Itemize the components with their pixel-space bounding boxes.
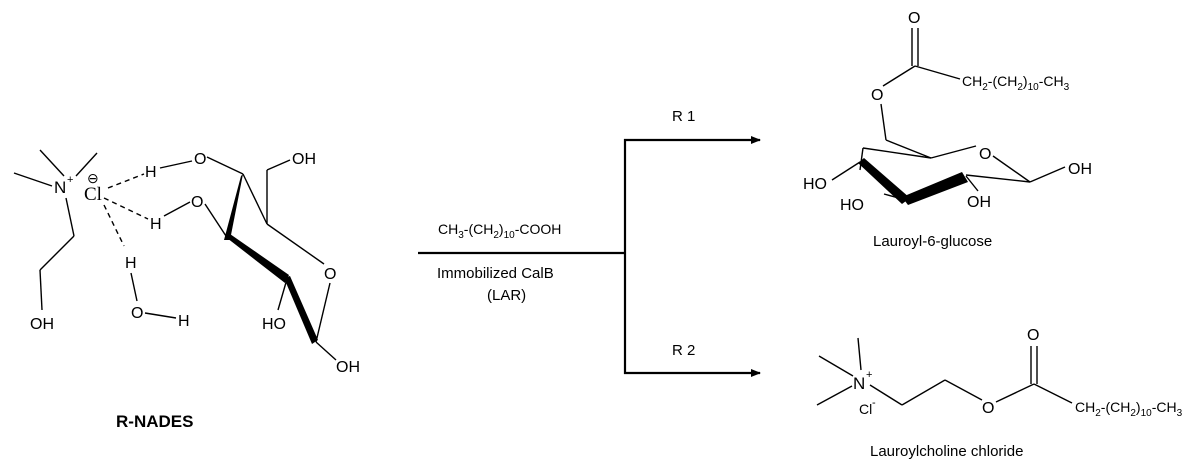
- p1-bond-ringo-c1: [992, 155, 1031, 183]
- oh-bond-upper: [159, 160, 193, 169]
- route-2-label: R 2: [672, 342, 695, 359]
- p2-chloride-charge: -: [872, 397, 876, 409]
- p2-bond-o-c: [995, 383, 1035, 403]
- p1-bond-ch2-c5: [885, 139, 932, 159]
- p1-ester-bond-2: [914, 65, 961, 80]
- p2-bond-c-chain: [1033, 383, 1073, 404]
- p2-bond-ch2-o: [944, 379, 983, 401]
- p2-chain-formula: CH2-(CH2)10-CH3: [1075, 399, 1183, 419]
- p2-nitrogen: N: [853, 374, 865, 393]
- lauric-acid-formula: CH3-(CH2)10-COOH: [438, 221, 561, 241]
- water-bond-1: [130, 272, 138, 302]
- reaction-conditions: CH3-(CH2)10-COOH Immobilized CalB (LAR) …: [418, 108, 761, 377]
- p1-bond-c5-c4: [862, 147, 932, 159]
- glucose-bond-c5-o: [266, 223, 325, 265]
- choline-chain-bond-1: [65, 197, 75, 237]
- choline-methyl-bond-1: [39, 149, 65, 177]
- choline-nitrogen-charge: +: [67, 174, 73, 186]
- p1-bond-c4-ho: [831, 161, 861, 181]
- glucose-ch2-hydroxyl: OH: [292, 151, 316, 168]
- water-hydrogen-right: H: [178, 313, 190, 330]
- r-nades-label: R-NADES: [116, 412, 193, 431]
- glucose-bond-o-c1: [315, 282, 331, 343]
- p1-wedge-c3-c2: [902, 172, 968, 205]
- glucose-o-lower: O: [191, 194, 203, 211]
- p2-bond-n-ch2: [869, 384, 903, 406]
- p1-ho-bottom: HO: [840, 197, 864, 214]
- lauroyl-glucose-structure: O CH2-(CH2)10-CH3 O O HO OH HO OH: [803, 10, 1092, 214]
- glucose-bond-o-c3: [204, 203, 227, 237]
- catalyst-label: Immobilized CalB: [437, 265, 554, 282]
- hydrogen-bond-3: [103, 204, 125, 247]
- glucose-bond-c1-oh: [315, 341, 337, 361]
- p2-chloride: Cl: [859, 401, 872, 417]
- chloride-ion: Cl: [84, 184, 102, 205]
- chloride-charge-circle: ⊖: [87, 170, 99, 186]
- glucose-c2-hydroxyl: HO: [262, 316, 286, 333]
- product1-name: Lauroyl-6-glucose: [873, 233, 992, 250]
- p2-ester-oxygen: O: [982, 400, 994, 417]
- p2-methyl-bond-1: [818, 355, 854, 377]
- p1-bond-c5-ringo: [930, 145, 977, 159]
- p1-wedge-c4-c3: [858, 158, 910, 204]
- p1-chain-formula: CH2-(CH2)10-CH3: [962, 73, 1070, 93]
- p2-carbonyl-oxygen: O: [1027, 327, 1039, 344]
- glucose-bond-ch2-oh: [266, 159, 291, 171]
- p1-ester-bond-1: [882, 65, 916, 87]
- water-oxygen: O: [131, 305, 143, 322]
- choline-methyl-bond-3: [13, 172, 53, 187]
- p1-bond-c2-c1: [965, 174, 1031, 183]
- p1-bond-c2-oh: [965, 175, 979, 192]
- route-1-label: R 1: [672, 108, 695, 125]
- lauroylcholine-structure: N + Cl - O O CH2-(CH2)10-CH3: [816, 327, 1183, 419]
- choline-chain-bond-3: [39, 269, 43, 311]
- glucose-wedge-c4-c3: [224, 174, 243, 240]
- hbond-hydrogen-1: H: [145, 164, 157, 181]
- glucose-ring-oxygen: O: [324, 266, 336, 283]
- p1-bond-o-ch2: [880, 103, 887, 141]
- choline-nitrogen: N: [54, 178, 66, 197]
- p1-oh-right: OH: [1068, 161, 1092, 178]
- p1-ester-oxygen: O: [871, 87, 883, 104]
- glucose-c1-hydroxyl: OH: [336, 359, 360, 376]
- r-nades-structure: N + OH Cl ⊖ H H H O H O O OH O: [13, 149, 360, 376]
- p2-methyl-bond-2: [857, 337, 862, 371]
- glucose-o-upper: O: [194, 151, 206, 168]
- hydrogen-bond-1: [107, 173, 145, 189]
- choline-chain-bond-2: [39, 235, 75, 271]
- glucose-bond-c2-oh: [277, 278, 288, 311]
- catalyst-abbreviation: (LAR): [487, 287, 526, 304]
- p1-carbonyl-oxygen: O: [908, 10, 920, 27]
- water-bond-2: [144, 312, 177, 319]
- p1-bond-c3-ho: [883, 193, 907, 201]
- product2-name: Lauroylcholine chloride: [870, 443, 1023, 460]
- p2-methyl-bond-3: [816, 385, 853, 406]
- p2-nitrogen-charge: +: [866, 369, 872, 381]
- glucose-bond-o-c4: [206, 156, 244, 175]
- p1-ring-oxygen: O: [979, 146, 991, 163]
- glucose-wedge-c2-c1: [284, 276, 318, 344]
- hbond-hydrogen-2: H: [150, 216, 162, 233]
- choline-hydroxyl: OH: [30, 316, 54, 333]
- glucose-wedge-c3-c2: [227, 234, 289, 283]
- glucose-bond-c4-c5: [242, 173, 268, 225]
- p1-bond-c4-c4sub: [859, 147, 864, 171]
- p1-bond-c1-oh: [1029, 166, 1066, 183]
- p1-ho-left: HO: [803, 176, 827, 193]
- oh-bond-lower: [163, 201, 191, 217]
- hydrogen-bond-2: [103, 197, 149, 220]
- water-hydrogen-top: H: [125, 255, 137, 272]
- choline-methyl-bond-2: [75, 152, 98, 177]
- p2-bond-ch2-ch2: [901, 379, 946, 406]
- p1-oh-bottom: OH: [967, 194, 991, 211]
